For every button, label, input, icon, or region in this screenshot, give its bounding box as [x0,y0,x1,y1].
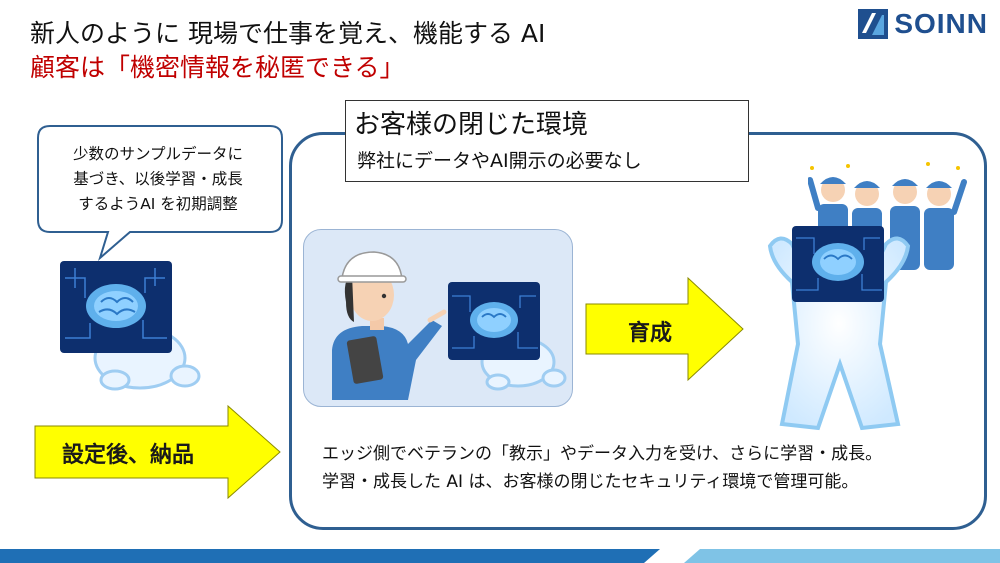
grow-arrow-label: 育成 [628,321,673,346]
logo-mark-icon [858,9,889,39]
deliver-arrow [34,404,281,500]
grow-arrow [585,276,744,382]
speech-bubble [37,125,283,262]
learning-ai-figure-icon [448,282,567,391]
description-line-2: 学習・成長した AI は、お客様の閉じたセキュリティ環境で管理可能。 [322,472,859,492]
environment-subtitle: 弊社にデータやAI開示の必要なし [357,150,642,172]
title-line-1: 新人のように 現場で仕事を覚え、機能する AI [30,19,546,48]
logo-text: SOINN [894,8,988,39]
company-logo: SOINN [858,8,988,40]
bubble-line-2: 基づき、以後学習・成長 [73,170,243,188]
environment-description: エッジ側でベテランの「教示」やデータ入力を受け、さらに学習・成長。 学習・成長し… [322,440,962,496]
strong-ai-figure-icon [767,226,911,431]
baby-ai-figure-icon [60,261,201,391]
title-line-2: 顧客は「機密情報を秘匿できる」 [30,53,405,82]
bubble-line-1: 少数のサンプルデータに [72,145,244,163]
speech-bubble-text: 少数のサンプルデータに 基づき、以後学習・成長 するようAI を初期調整 [38,142,278,217]
environment-label-box [345,100,749,182]
environment-title: お客様の閉じた環境 [354,110,589,140]
footer-stripe [0,549,1000,563]
bubble-line-3: するようAI を初期調整 [78,195,238,213]
worker-with-helmet-icon [332,251,447,400]
deliver-arrow-label: 設定後、納品 [62,443,195,468]
description-line-1: エッジ側でベテランの「教示」やデータ入力を受け、さらに学習・成長。 [322,444,883,464]
